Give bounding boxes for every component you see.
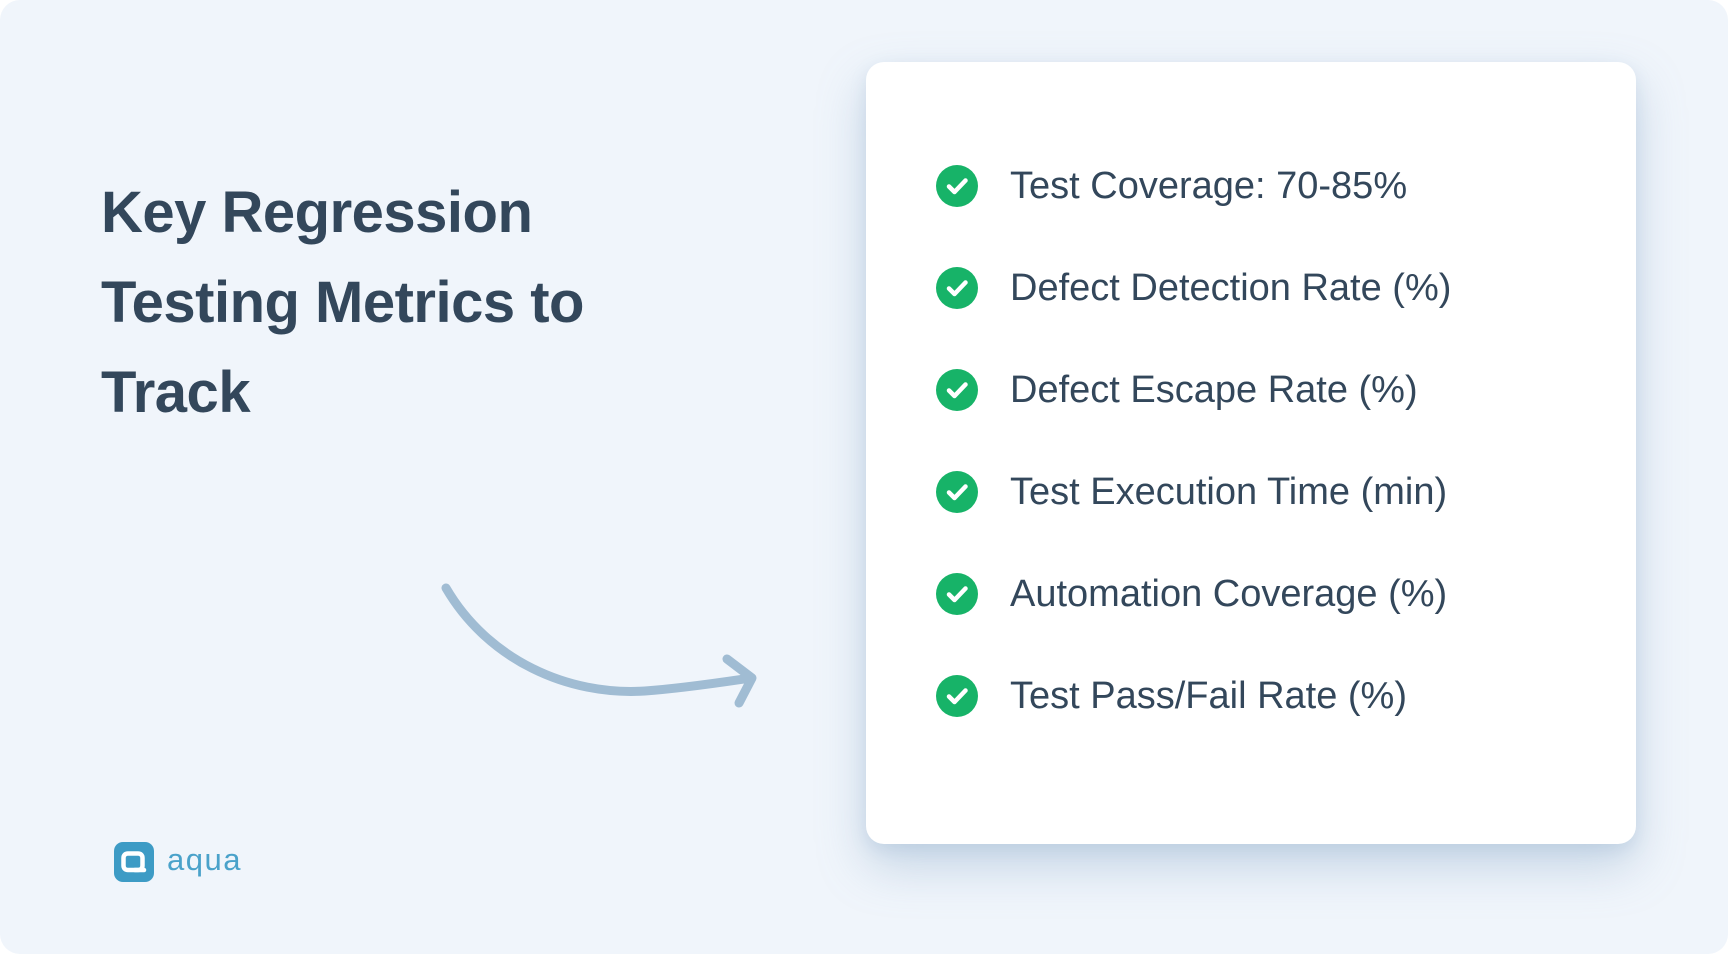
check-circle-icon (936, 471, 978, 513)
aqua-logo-icon (114, 842, 154, 882)
metric-row-test-coverage: Test Coverage: 70-85% (936, 165, 1596, 207)
aqua-logo: aqua (114, 842, 242, 882)
aqua-logo-text: aqua (167, 842, 242, 877)
arrow-curve (430, 568, 775, 718)
page-title-line-3: Track (101, 360, 251, 425)
metric-row-defect-escape-rate: Defect Escape Rate (%) (936, 369, 1596, 411)
metric-label: Defect Escape Rate (%) (1010, 368, 1418, 411)
metric-row-test-execution-time: Test Execution Time (min) (936, 471, 1596, 513)
metric-label: Test Coverage: 70-85% (1010, 164, 1408, 207)
metric-label: Automation Coverage (%) (1010, 572, 1448, 615)
check-circle-icon (936, 573, 978, 615)
check-circle-icon (936, 675, 978, 717)
page-title-line-2: Testing Metrics to (101, 270, 584, 335)
page-title: Key Regression Testing Metrics to Track (101, 168, 584, 438)
arrow-curve-icon (441, 583, 757, 708)
metrics-card: Test Coverage: 70-85% Defect Detection R… (866, 62, 1636, 844)
check-circle-icon (936, 165, 978, 207)
metric-label: Test Pass/Fail Rate (%) (1010, 674, 1407, 717)
check-circle-icon (936, 267, 978, 309)
page-title-line-1: Key Regression (101, 180, 533, 245)
metric-label: Test Execution Time (min) (1010, 470, 1448, 513)
check-circle-icon (936, 369, 978, 411)
metric-row-defect-detection-rate: Defect Detection Rate (%) (936, 267, 1596, 309)
metric-row-automation-coverage: Automation Coverage (%) (936, 573, 1596, 615)
metric-row-test-pass-fail-rate: Test Pass/Fail Rate (%) (936, 675, 1596, 717)
metric-label: Defect Detection Rate (%) (1010, 266, 1452, 309)
